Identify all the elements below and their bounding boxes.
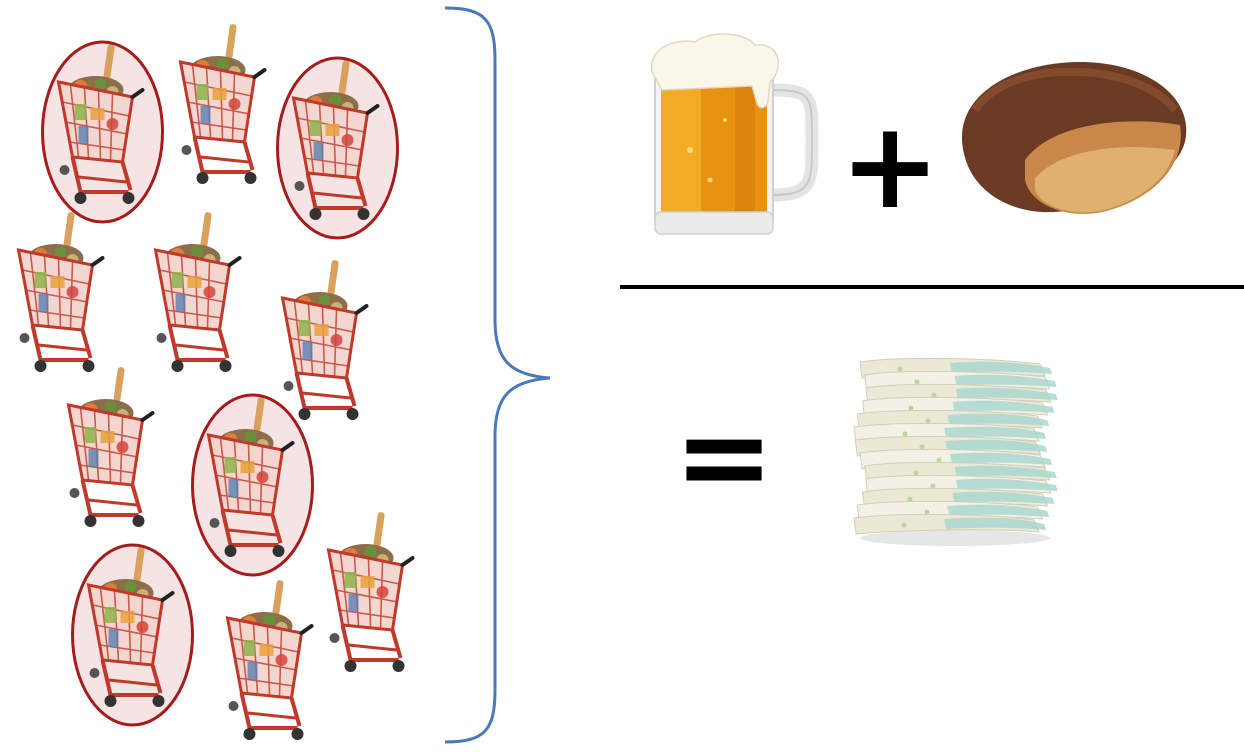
diaper-stack-icon [853,357,1058,546]
cart-highlight-circle [276,56,399,240]
diaper-layer-accent [952,491,1055,504]
cart-icon [19,212,103,372]
diaper-print-dot [936,457,942,463]
diaper-layer-accent [945,439,1048,452]
cart-icon [156,212,240,372]
diaper-layer-accent [955,478,1058,491]
diaper-shadow [860,530,1050,546]
cart-highlight-circle [71,543,194,727]
diaper-layer-accent [947,504,1050,517]
shopping-cart-2 [181,24,265,184]
cart-icon [181,24,265,184]
diaper-print-dot [930,483,936,489]
diaper-print-dot [924,509,930,515]
cart-highlight-circle [41,40,164,224]
grouping-brace [444,6,551,744]
cart-icon [329,512,413,672]
cart-icon [228,580,312,740]
diaper-print-dot [931,392,937,398]
shopping-cart-6 [283,260,367,420]
diaper-layer-accent [950,452,1053,465]
diaper-layer-accent [954,374,1057,387]
diaper-print-dot [897,366,903,372]
shopping-cart-1 [41,40,164,224]
shopping-cart-8 [191,393,314,577]
shopping-cart-9 [71,543,194,727]
diaper-print-dot [902,431,908,437]
shopping-cart-4 [19,212,103,372]
diaper-layer-accent [944,517,1047,530]
cart-highlight-circle [191,393,314,577]
shopping-cart-5 [156,212,240,372]
diaper-print-dot [914,379,920,385]
cart-icon [283,260,367,420]
shopping-cart-11 [329,512,413,672]
diaper-layer-accent [944,426,1047,439]
diaper-layer-accent [955,387,1058,400]
shopping-cart-3 [276,56,399,240]
chocolate-cookie-icon [961,62,1187,214]
shopping-cart-7 [69,367,153,527]
diaper-print-dot [925,418,931,424]
shopping-carts [19,24,413,740]
beer-mug-icon [651,33,819,235]
equals-sign: = [674,388,775,527]
diaper-layer-accent [952,400,1055,413]
diaper-layer-accent [950,361,1052,374]
diaper-layer-accent [947,413,1050,426]
diaper-print-dot [908,405,914,411]
diaper-print-dot [919,444,925,450]
diaper-print-dot [901,522,907,528]
diaper-print-dot [907,496,913,502]
diaper-print-dot [913,470,919,476]
plus-sign: + [840,97,941,236]
cart-icon [69,367,153,527]
shopping-cart-10 [228,580,312,740]
diaper-layer-accent [954,465,1057,478]
